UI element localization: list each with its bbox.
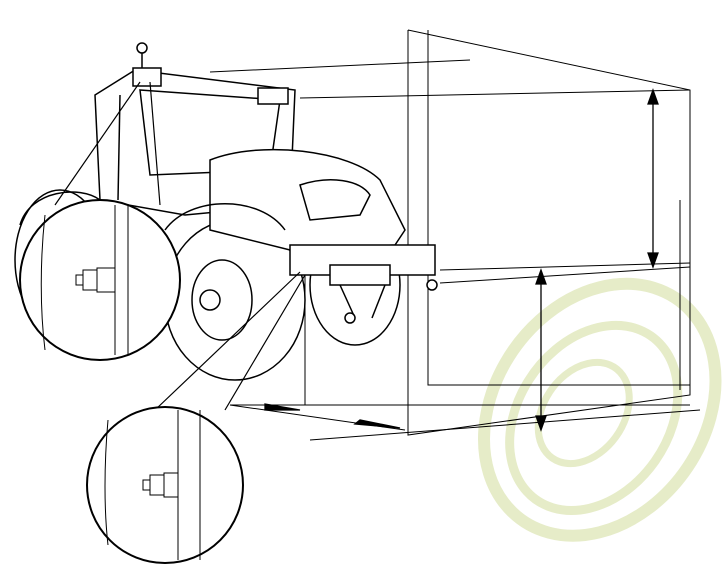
nut-icon bbox=[82, 269, 98, 291]
detail-callout-top bbox=[19, 199, 181, 361]
clearance-box bbox=[209, 29, 701, 441]
watermark-swirl-logo bbox=[478, 277, 722, 542]
dimension-arrows bbox=[264, 88, 659, 432]
nut-icon bbox=[149, 474, 165, 496]
callout-leaders bbox=[54, 81, 306, 411]
detail-callout-bottom bbox=[86, 406, 244, 564]
